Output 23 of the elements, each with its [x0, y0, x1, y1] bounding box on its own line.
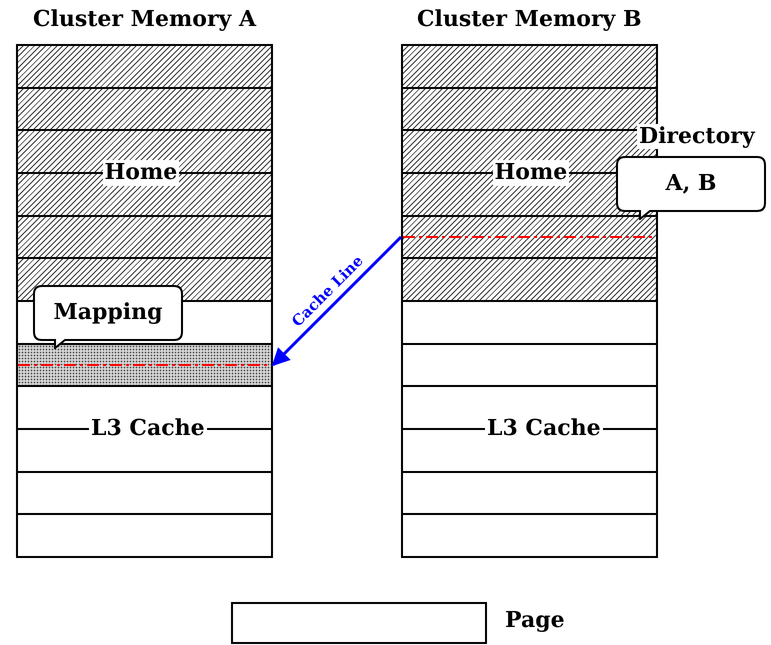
memory-row: [401, 513, 658, 558]
memory-row: [16, 342, 273, 388]
memory-row: [16, 513, 273, 558]
column-heading: Cluster Memory B: [417, 6, 642, 32]
column-heading: Cluster Memory A: [33, 6, 256, 32]
callout-text: A, B: [664, 170, 718, 196]
memory-row: [401, 470, 658, 516]
region-label: Home: [102, 160, 180, 186]
memory-row: [16, 44, 273, 89]
legend-label: Page: [503, 608, 567, 634]
memory-row: [401, 342, 658, 388]
region-label: Directory: [637, 124, 757, 149]
memory-row: [401, 214, 658, 260]
memory-row: [401, 44, 658, 89]
memory-row: [401, 257, 658, 302]
region-label: Home: [492, 160, 570, 186]
memory-row: [16, 86, 273, 132]
callout-tooltip: [616, 156, 766, 220]
arrow: [272, 236, 402, 366]
memory-row: [16, 470, 273, 516]
memory-row: [16, 214, 273, 260]
callout-text: Mapping: [52, 299, 164, 325]
memory-row: [401, 300, 658, 345]
